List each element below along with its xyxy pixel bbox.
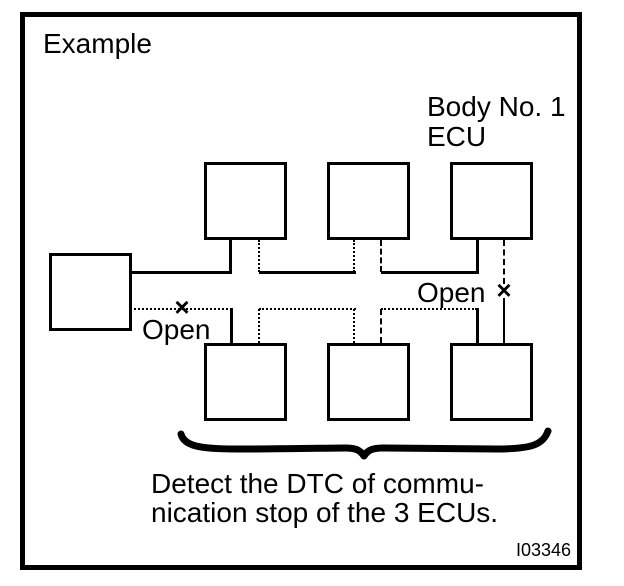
body-ecu-label-line2: ECU: [427, 121, 487, 152]
grouping-brace-icon: [177, 427, 552, 460]
ecu-box-bottom-3: [450, 343, 533, 421]
open-label-right: Open: [417, 277, 486, 308]
stub-bottom1-left: [230, 308, 233, 343]
stub-bottom1-right: [258, 309, 260, 343]
ecu-box-bottom-1: [204, 343, 287, 421]
stub-top2-right: [380, 240, 382, 272]
stub-bottom2-right: [380, 309, 382, 343]
open-label-left: Open: [142, 314, 211, 345]
open-break-x-icon-left: ×: [174, 292, 190, 322]
figure-id: I03346: [516, 540, 572, 560]
figure-title: Example: [43, 28, 152, 59]
stub-top3-left: [476, 240, 479, 274]
bus-lower-segment-1: [130, 308, 232, 310]
link-right-lower: [503, 298, 505, 343]
body-ecu-label-line1: Body No. 1: [427, 91, 566, 122]
bus-upper-segment-2: [259, 271, 356, 274]
link-right-upper-dashed: [503, 240, 505, 284]
ecu-box-master: [49, 253, 132, 331]
open-break-x-icon-right: ×: [496, 275, 512, 305]
bus-lower-segment-2: [259, 308, 356, 310]
stub-bottom2-left: [353, 309, 355, 343]
ecu-box-top-1: [204, 162, 287, 240]
bus-upper-segment-1: [130, 271, 232, 274]
ecu-box-bottom-2: [327, 343, 410, 421]
ecu-box-top-2: [327, 162, 410, 240]
ecu-box-top-3-body-no1: [450, 162, 533, 240]
bus-upper-segment-3: [381, 271, 479, 274]
caption-line2: nication stop of the 3 ECUs.: [151, 497, 499, 528]
bus-lower-segment-3: [381, 308, 477, 310]
stub-top1-right: [258, 240, 260, 272]
body-ecu-label: Body No. 1 ECU: [427, 92, 566, 152]
stub-bottom3-left: [476, 308, 479, 343]
caption-line1: Detect the DTC of commu-: [151, 468, 484, 499]
stub-top2-left: [353, 240, 355, 272]
stub-top1-left: [229, 240, 232, 274]
